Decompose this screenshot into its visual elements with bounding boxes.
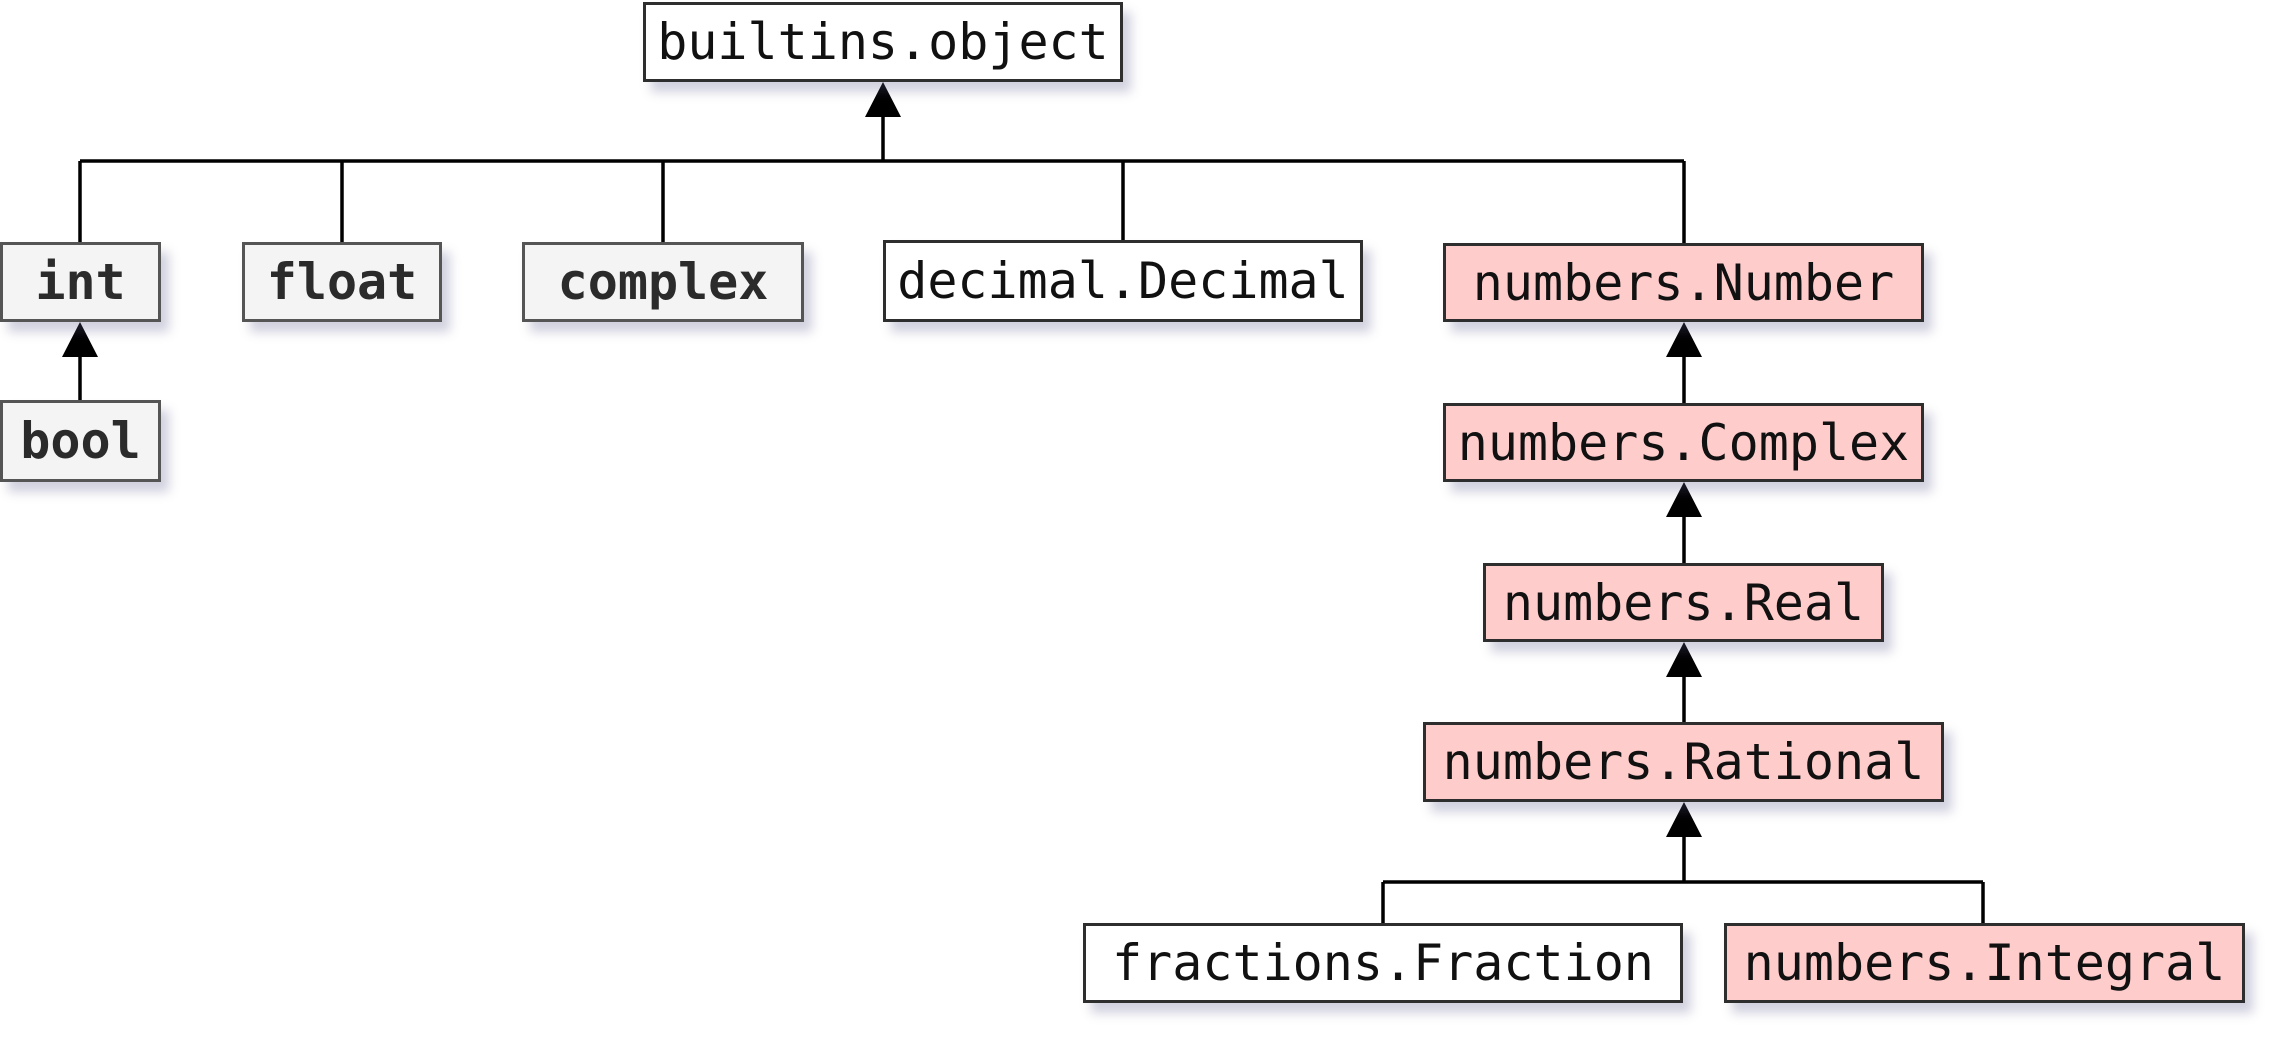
node-numbers-number: numbers.Number — [1443, 243, 1924, 322]
node-builtins-object: builtins.object — [643, 2, 1123, 82]
node-bool: bool — [0, 400, 161, 482]
node-int: int — [0, 242, 161, 322]
node-fractions-fraction: fractions.Fraction — [1083, 923, 1683, 1003]
node-numbers-complex: numbers.Complex — [1443, 403, 1924, 482]
node-float: float — [242, 242, 442, 322]
node-numbers-rational: numbers.Rational — [1423, 722, 1944, 802]
node-complex: complex — [522, 242, 804, 322]
node-decimal-decimal: decimal.Decimal — [883, 240, 1363, 322]
node-numbers-real: numbers.Real — [1483, 563, 1884, 642]
node-numbers-integral: numbers.Integral — [1724, 923, 2245, 1003]
